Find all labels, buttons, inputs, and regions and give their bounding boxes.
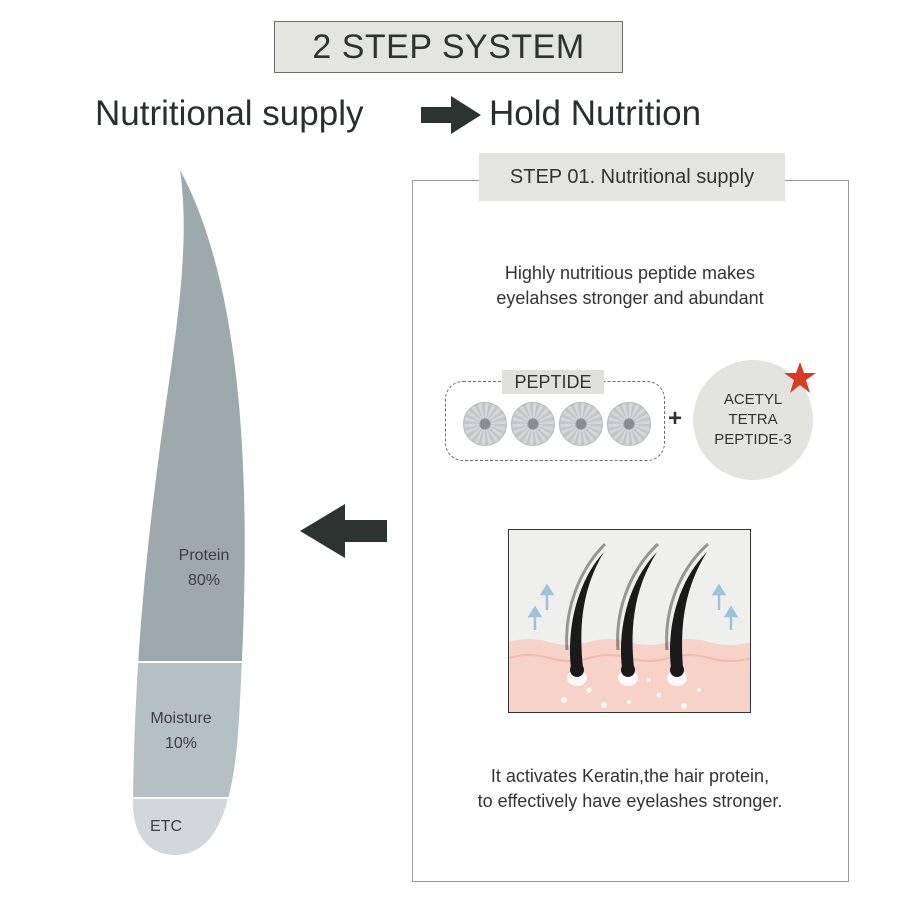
protein-segment [132,170,245,662]
acetyl-line-3: PEPTIDE-3 [714,431,792,448]
peptide-molecule [607,402,651,446]
right-arrow-icon [421,96,481,134]
etc-label: ETC [150,818,182,835]
outro-text: It activates Keratin,the hair protein, t… [430,764,830,814]
acetyl-circle: ACETYL TETRA PEPTIDE-3 [693,360,813,480]
title-box: 2 STEP SYSTEM [274,21,623,73]
intro-line-2: eyelahses stronger and abundant [496,288,764,308]
etc-segment [132,798,245,855]
lash-growth-graphic [509,530,750,712]
page-title: 2 STEP SYSTEM [312,27,585,66]
acetyl-line-1: ACETYL [723,391,783,408]
protein-label: Protein [179,547,230,564]
peptide-label: PEPTIDE [502,370,604,394]
outro-line-1: It activates Keratin,the hair protein, [490,766,770,786]
peptide-molecule [559,402,603,446]
plus-sign: + [668,405,683,432]
moisture-segment [132,662,245,798]
outro-line-2: to effectively have eyelashes stronger. [477,791,783,811]
lash-illustration [508,529,751,713]
intro-text: Highly nutritious peptide makes eyelahse… [430,261,830,311]
intro-line-1: Highly nutritious peptide makes [504,263,756,283]
peptide-molecule [463,402,507,446]
step-label: STEP 01. Nutritional supply [479,153,785,201]
moisture-value: 10% [165,735,197,752]
left-arrow-icon [300,504,387,558]
protein-value: 80% [188,572,220,589]
hair-composition-chart: Protein 80% Moisture 10% ETC [132,170,245,855]
step-to: Hold Nutrition [489,94,702,133]
step-from: Nutritional supply [95,94,364,133]
moisture-label: Moisture [150,710,211,727]
star-icon [784,362,816,393]
acetyl-line-2: TETRA [728,411,778,428]
peptide-molecule [511,402,555,446]
